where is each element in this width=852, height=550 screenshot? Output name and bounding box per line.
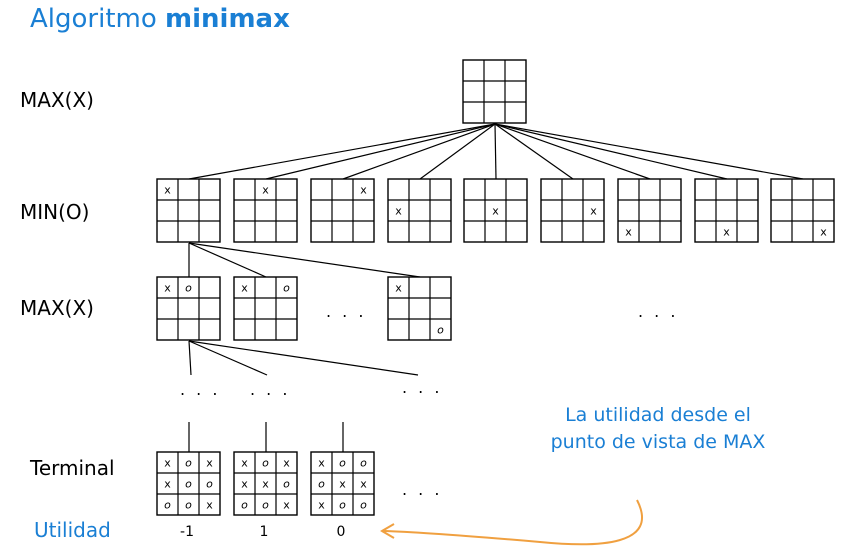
board-mark: x xyxy=(723,226,730,239)
min-board: x xyxy=(540,178,605,243)
ellipsis: . . . xyxy=(638,302,679,321)
board-mark: o xyxy=(437,324,444,337)
board-mark: o xyxy=(318,478,325,491)
min-board: x xyxy=(233,178,298,243)
board-mark: x xyxy=(492,205,499,218)
min-board: x xyxy=(694,178,759,243)
edge xyxy=(188,123,496,180)
board-mark: x xyxy=(241,282,248,295)
level-label-max: MAX(X) xyxy=(20,88,94,112)
note-arrow xyxy=(383,499,644,546)
board-mark: o xyxy=(241,499,248,512)
board-mark: o xyxy=(283,478,290,491)
board-mark: x xyxy=(318,457,325,470)
level-label-min: MIN(O) xyxy=(20,200,90,224)
board-mark: x xyxy=(241,478,248,491)
edge xyxy=(494,123,651,180)
level-label-max-second: MAX(X) xyxy=(20,296,94,320)
arrow-head xyxy=(380,523,395,539)
edge xyxy=(494,123,804,180)
board-mark: x xyxy=(590,205,597,218)
edge xyxy=(188,242,267,278)
utility-note: La utilidad desde el punto de vista de M… xyxy=(550,404,766,453)
ellipsis: . . . xyxy=(402,378,443,397)
board-mark: x xyxy=(360,184,367,197)
board-mark: o xyxy=(185,282,192,295)
ellipsis: . . . xyxy=(402,480,443,499)
board-mark: x xyxy=(241,457,248,470)
edge xyxy=(188,340,192,376)
ellipsis: . . . xyxy=(326,302,367,321)
board-mark: o xyxy=(339,499,346,512)
board-mark: x xyxy=(283,457,290,470)
board-mark: o xyxy=(262,499,269,512)
board-mark: x xyxy=(164,478,171,491)
board-mark: x xyxy=(360,478,367,491)
ellipsis: . . . xyxy=(250,380,291,399)
level-label-terminal: Terminal xyxy=(30,456,115,480)
board-mark: o xyxy=(164,499,171,512)
edge xyxy=(188,242,421,278)
edge xyxy=(419,123,496,180)
board-mark: x xyxy=(262,184,269,197)
board-mark: o xyxy=(339,457,346,470)
board-mark: x xyxy=(164,282,171,295)
board-mark: o xyxy=(360,457,367,470)
board-mark: o xyxy=(206,478,213,491)
utility-value: -1 xyxy=(180,524,194,540)
edge xyxy=(494,123,497,180)
board-mark: x xyxy=(262,478,269,491)
board-mark: x xyxy=(820,226,827,239)
min-board: x xyxy=(463,178,528,243)
min-board: x xyxy=(156,178,221,243)
page-title: Algoritmo minimax xyxy=(30,4,290,34)
min-board: x xyxy=(310,178,375,243)
min-board: x xyxy=(617,178,682,243)
edge xyxy=(188,340,419,376)
board-mark: o xyxy=(283,282,290,295)
edge xyxy=(342,123,496,180)
board-mark: x xyxy=(206,457,213,470)
edge xyxy=(494,123,574,180)
board-mark: o xyxy=(185,478,192,491)
edge xyxy=(265,123,496,180)
min-board: x xyxy=(387,178,452,243)
board-mark: o xyxy=(185,499,192,512)
board-mark: x xyxy=(164,457,171,470)
board-mark: x xyxy=(318,499,325,512)
edge xyxy=(494,123,728,180)
board-mark: x xyxy=(625,226,632,239)
board-mark: x xyxy=(339,478,346,491)
max-board: xo xyxy=(387,276,452,341)
board-mark: x xyxy=(206,499,213,512)
edge xyxy=(188,340,268,376)
utility-label: Utilidad xyxy=(34,518,111,542)
board-mark: x xyxy=(395,282,402,295)
board-mark: o xyxy=(262,457,269,470)
min-board: x xyxy=(770,178,835,243)
root-board xyxy=(462,59,527,124)
ellipsis: . . . xyxy=(180,380,221,399)
board-mark: x xyxy=(164,184,171,197)
utility-value: 0 xyxy=(336,524,346,540)
board-mark: x xyxy=(395,205,402,218)
utility-value: 1 xyxy=(259,524,269,540)
board-mark: o xyxy=(185,457,192,470)
board-mark: o xyxy=(360,499,367,512)
board-mark: x xyxy=(283,499,290,512)
